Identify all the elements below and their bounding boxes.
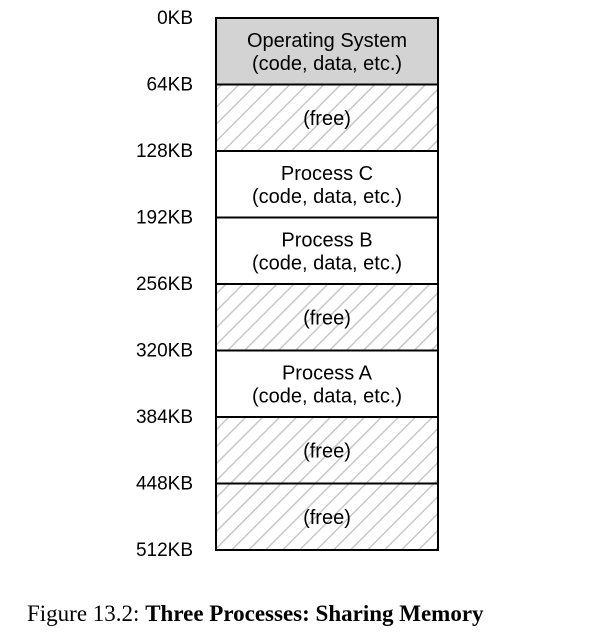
address-label: 64KB xyxy=(147,75,193,96)
segment-label: Process C xyxy=(281,163,373,185)
segment-box xyxy=(215,150,439,219)
memory-layout-diagram: Operating System(code, data, etc.)(free)… xyxy=(136,8,439,561)
segment-label: Operating System xyxy=(247,30,407,52)
segment-label: (code, data, etc.) xyxy=(252,252,402,274)
segment-label: (code, data, etc.) xyxy=(252,385,402,407)
address-label: 192KB xyxy=(136,208,193,229)
figure-caption: Figure 13.2: Three Processes: Sharing Me… xyxy=(27,601,484,627)
segment-box xyxy=(215,482,439,551)
caption-prefix: Figure 13.2: xyxy=(27,601,146,626)
segment-box xyxy=(215,83,439,152)
segment-label: (free) xyxy=(303,108,351,130)
memory-segment: Process B(code, data, etc.) xyxy=(215,216,439,285)
segment-label: (free) xyxy=(303,440,351,462)
address-label: 256KB xyxy=(136,274,193,295)
memory-segment: (free) xyxy=(215,482,439,551)
memory-segment: Process C(code, data, etc.) xyxy=(215,150,439,219)
memory-segment: Process A(code, data, etc.) xyxy=(215,349,439,418)
address-label: 0KB xyxy=(157,8,193,29)
segment-box xyxy=(215,17,439,86)
address-label: 384KB xyxy=(136,407,193,428)
caption-title: Three Processes: Sharing Memory xyxy=(145,601,484,626)
segment-box xyxy=(215,216,439,285)
segment-label: (code, data, etc.) xyxy=(252,186,402,208)
segment-label: (free) xyxy=(303,507,351,529)
address-label: 128KB xyxy=(136,141,193,162)
memory-segment: Operating System(code, data, etc.) xyxy=(215,17,439,86)
address-label: 320KB xyxy=(136,341,193,362)
address-label: 512KB xyxy=(136,540,193,561)
segment-label: (code, data, etc.) xyxy=(252,53,402,75)
memory-segment: (free) xyxy=(215,83,439,152)
segment-label: Process B xyxy=(281,229,372,251)
segment-box xyxy=(215,349,439,418)
memory-segment: (free) xyxy=(215,416,439,485)
memory-segment: (free) xyxy=(215,283,439,352)
segment-label: Process A xyxy=(282,362,373,384)
address-label: 448KB xyxy=(136,474,193,495)
segment-label: (free) xyxy=(303,307,351,329)
